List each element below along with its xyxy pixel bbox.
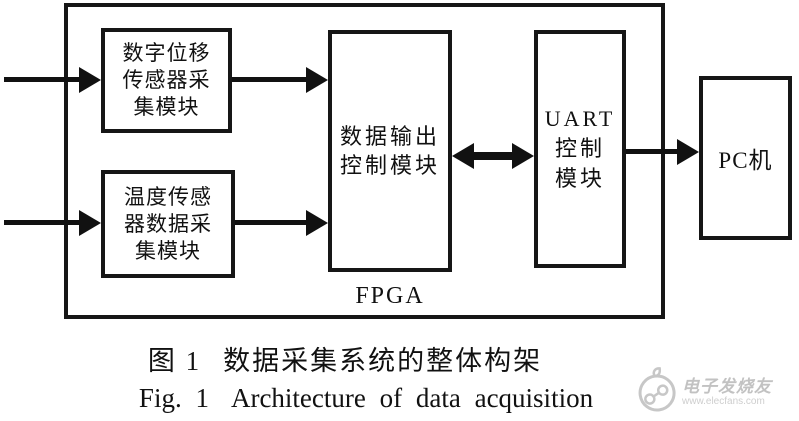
block-pc: PC机 [699, 76, 792, 240]
block-label-line: 器数据采 [124, 211, 212, 236]
arrow-input-temperature-icon [4, 210, 101, 236]
block-label-line: 集模块 [135, 238, 201, 263]
block-label-line: 数据输出 [339, 124, 440, 149]
figure-caption-english: Fig. 1 Architecture of data acquisition [0, 383, 732, 414]
fpga-label: FPGA [355, 283, 425, 309]
elecfans-logo-icon [633, 364, 682, 420]
block-label-line: 数字位移 [122, 41, 211, 65]
block-label-line: 传感器采 [122, 68, 211, 92]
elecfans-watermark: 电子发烧友 www.elecfans.com [636, 366, 796, 418]
block-displacement-sensor-module: 数字位移 传感器采 集模块 [101, 28, 232, 133]
elecfans-watermark-url: www.elecfans.com [682, 395, 765, 407]
block-data-output-control-module: 数据输出 控制模块 [328, 30, 452, 272]
figure-caption-chinese: 图 1 数据采集系统的整体构架 [0, 339, 690, 378]
block-label-line: 集模块 [133, 95, 200, 119]
block-label-line: 控制模块 [339, 153, 440, 178]
arrow-uart-to-pc-icon [626, 139, 699, 165]
block-label-line: 温度传感 [124, 184, 212, 209]
arrow-displacement-to-output-icon [232, 67, 328, 93]
elecfans-watermark-title: 电子发烧友 [682, 376, 772, 396]
arrow-temperature-to-output-icon [235, 210, 328, 236]
figure-number-en: Fig. 1 [138, 383, 209, 413]
arrow-output-uart-bidirectional-icon [452, 143, 534, 169]
block-label-line: 控制 [554, 136, 605, 161]
block-label-line: 模块 [554, 166, 605, 191]
elecfans-watermark-text: 电子发烧友 www.elecfans.com [682, 378, 772, 407]
block-temperature-sensor-module: 温度传感 器数据采 集模块 [101, 170, 235, 278]
arrow-input-displacement-icon [4, 67, 101, 93]
figure-title-en: Architecture of data acquisition [230, 383, 594, 413]
block-label-line: UART [544, 106, 616, 131]
figure-title-cn: 数据采集系统的整体构架 [223, 346, 543, 376]
block-label-line: PC机 [718, 148, 773, 173]
block-uart-control-module: UART 控制 模块 [534, 30, 626, 268]
figure-number-cn: 图 1 [147, 346, 202, 376]
